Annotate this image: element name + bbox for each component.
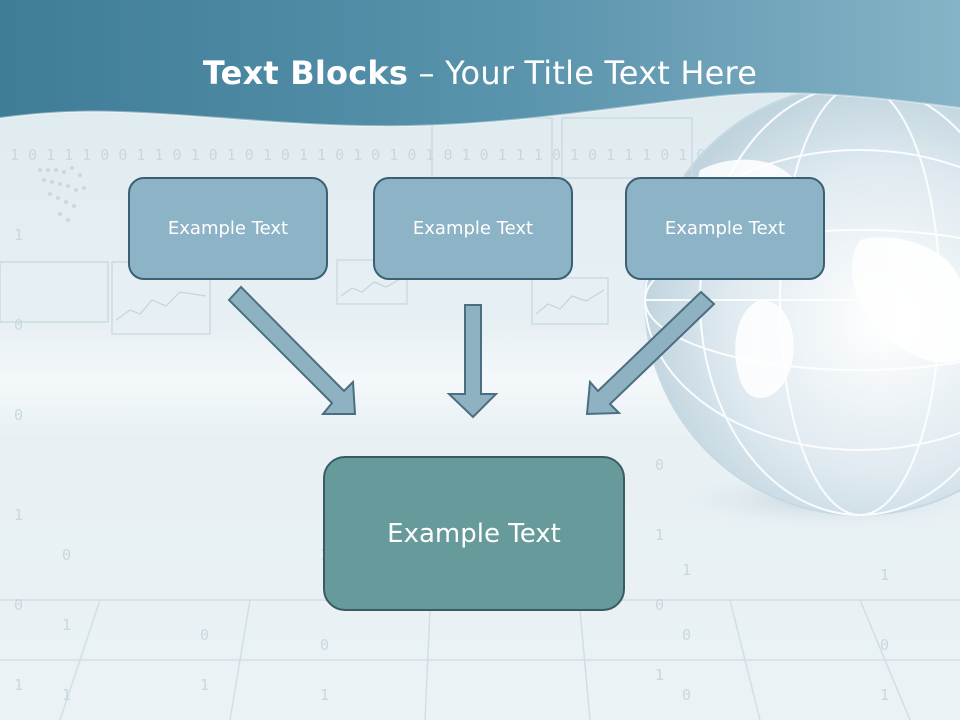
svg-text:1: 1 — [655, 526, 664, 544]
text-block-3-label: Example Text — [664, 218, 786, 239]
svg-text:1: 1 — [14, 506, 23, 524]
svg-text:1: 1 — [62, 686, 71, 704]
text-block-1-label: Example Text — [167, 218, 289, 239]
svg-text:1: 1 — [880, 566, 889, 584]
title-dash: – — [408, 54, 446, 92]
svg-text:1: 1 — [200, 676, 209, 694]
svg-text:0: 0 — [62, 546, 71, 564]
svg-text:0: 0 — [880, 636, 889, 654]
svg-text:0: 0 — [655, 456, 664, 474]
svg-text:1: 1 — [62, 616, 71, 634]
svg-text:0: 0 — [14, 406, 23, 424]
svg-text:1: 1 — [655, 666, 664, 684]
result-text-block[interactable]: Example Text — [323, 456, 625, 611]
svg-text:1: 1 — [880, 686, 889, 704]
title-rest: Your Title Text Here — [445, 54, 758, 92]
svg-text:0: 0 — [14, 316, 23, 334]
svg-text:0: 0 — [655, 596, 664, 614]
result-text-block-label: Example Text — [387, 518, 561, 549]
text-block-3[interactable]: Example Text — [625, 177, 825, 280]
slide-title: Text Blocks – Your Title Text Here — [0, 54, 960, 92]
svg-text:1: 1 — [14, 676, 23, 694]
header-banner — [0, 0, 960, 128]
svg-text:0: 0 — [682, 686, 691, 704]
text-block-2-label: Example Text — [412, 218, 534, 239]
svg-text:0: 0 — [200, 626, 209, 644]
svg-text:1: 1 — [14, 226, 23, 244]
text-block-1[interactable]: Example Text — [128, 177, 328, 280]
svg-text:0: 0 — [14, 596, 23, 614]
svg-text:0: 0 — [682, 626, 691, 644]
text-block-2[interactable]: Example Text — [373, 177, 573, 280]
svg-text:1: 1 — [682, 561, 691, 579]
title-bold: Text Blocks — [202, 54, 409, 92]
svg-text:0: 0 — [320, 636, 329, 654]
svg-text:1 0 1 1 1 0 0 1 1 0 1 0 1 0 1: 1 0 1 1 1 0 0 1 1 0 1 0 1 0 1 0 1 1 0 1 … — [10, 146, 723, 164]
svg-text:1: 1 — [320, 686, 329, 704]
